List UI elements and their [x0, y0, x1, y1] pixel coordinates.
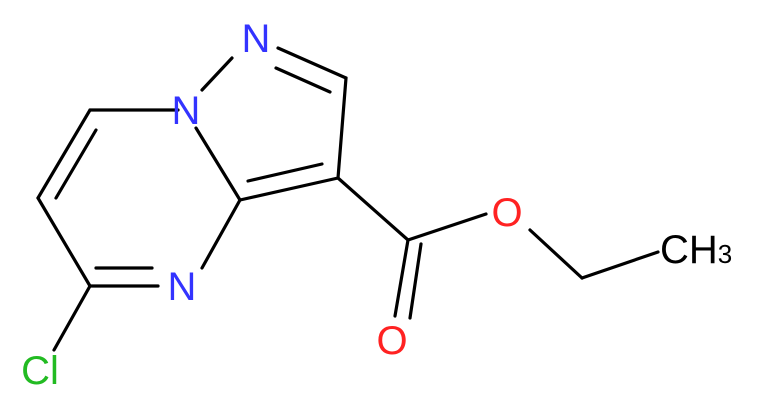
atom-n-lower: N: [168, 265, 197, 309]
bond: [336, 176, 410, 242]
bond: [406, 212, 488, 242]
methyl-ch: CH: [660, 228, 718, 272]
bond: [408, 242, 423, 320]
bond: [276, 46, 348, 80]
bond: [36, 108, 92, 200]
methyl-subscript: 3: [718, 239, 732, 269]
bond: [246, 162, 324, 183]
bond-lines: [36, 46, 660, 352]
bond: [580, 250, 660, 280]
bond: [393, 238, 410, 318]
methyl-group-label: CH3: [660, 228, 732, 272]
bond: [200, 56, 234, 92]
bond: [528, 228, 584, 280]
bond: [336, 76, 348, 180]
bond: [36, 196, 92, 288]
atom-n-top: N: [242, 17, 271, 61]
atom-n-bridgehead: N: [172, 89, 201, 133]
bond: [54, 128, 98, 200]
bond: [52, 284, 92, 352]
atom-labels: N N N Cl O O CH3: [21, 17, 732, 393]
atom-oxygen-carbonyl: O: [376, 319, 407, 363]
bond: [274, 66, 332, 94]
bond: [194, 126, 242, 202]
bond: [200, 198, 242, 270]
atom-oxygen-ester: O: [491, 191, 522, 235]
atom-chlorine: Cl: [21, 349, 59, 393]
bond: [238, 176, 340, 202]
